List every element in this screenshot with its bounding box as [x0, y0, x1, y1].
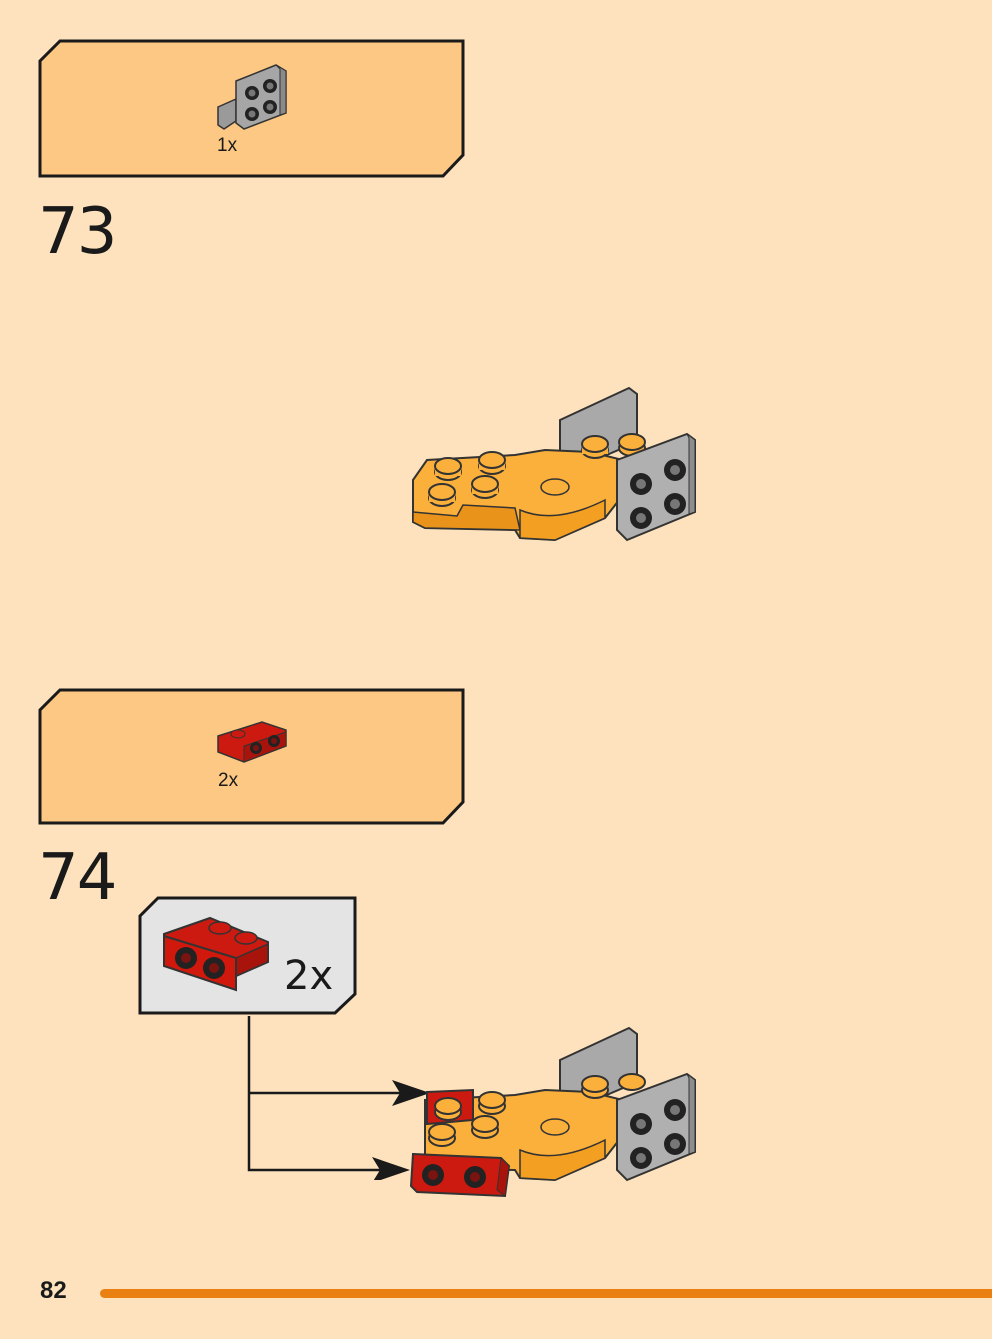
page-accent-bar — [100, 1289, 992, 1298]
step-74-assembly-illustration — [409, 1026, 696, 1198]
part-quantity: 2x — [218, 770, 239, 791]
arrow-head-upper — [392, 1080, 430, 1106]
page-number: 82 — [40, 1277, 67, 1304]
step-number-73: 73 — [38, 195, 117, 269]
parts-list-box-step-73: 1x — [38, 39, 466, 179]
sub-parts-callout: 2x — [138, 896, 358, 1016]
red-bracket-callout-icon — [163, 916, 269, 992]
parts-list-box-step-74: 2x — [38, 688, 466, 826]
step-number-74: 74 — [38, 841, 117, 915]
callout-quantity: 2x — [284, 953, 334, 999]
red-bracket-part-icon — [217, 721, 287, 763]
part-quantity: 1x — [217, 135, 238, 156]
arrow-head-lower — [372, 1157, 410, 1180]
callout-arrows — [247, 1016, 430, 1180]
step-73-assembly-illustration — [412, 386, 696, 542]
gray-bracket-part-icon — [217, 64, 287, 130]
